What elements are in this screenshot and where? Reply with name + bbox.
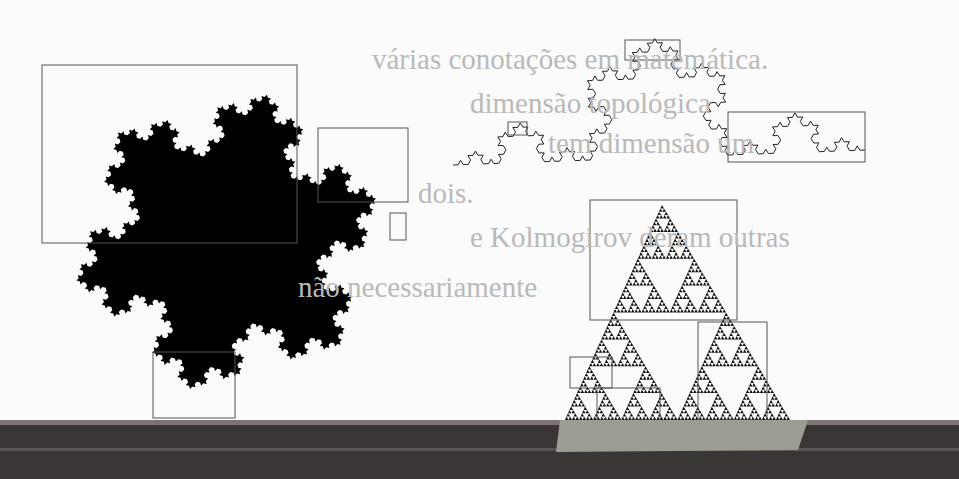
slide-text: tem dimensão um [548,128,754,160]
slide-text: e Kolmogirov deram outras [470,222,790,254]
slide-text: várias conotações em matemática. [372,44,768,76]
bar-edge [0,420,959,425]
slide-text: dimensão topológica [470,88,711,120]
slide-text: não necessariamente [298,272,537,304]
bottom-bar [0,420,959,479]
slide-text: dois. [418,178,474,210]
bar-streak [0,448,959,451]
koch-island [76,95,376,389]
covering-boxes [42,40,865,420]
triangle-shadow [556,420,808,452]
